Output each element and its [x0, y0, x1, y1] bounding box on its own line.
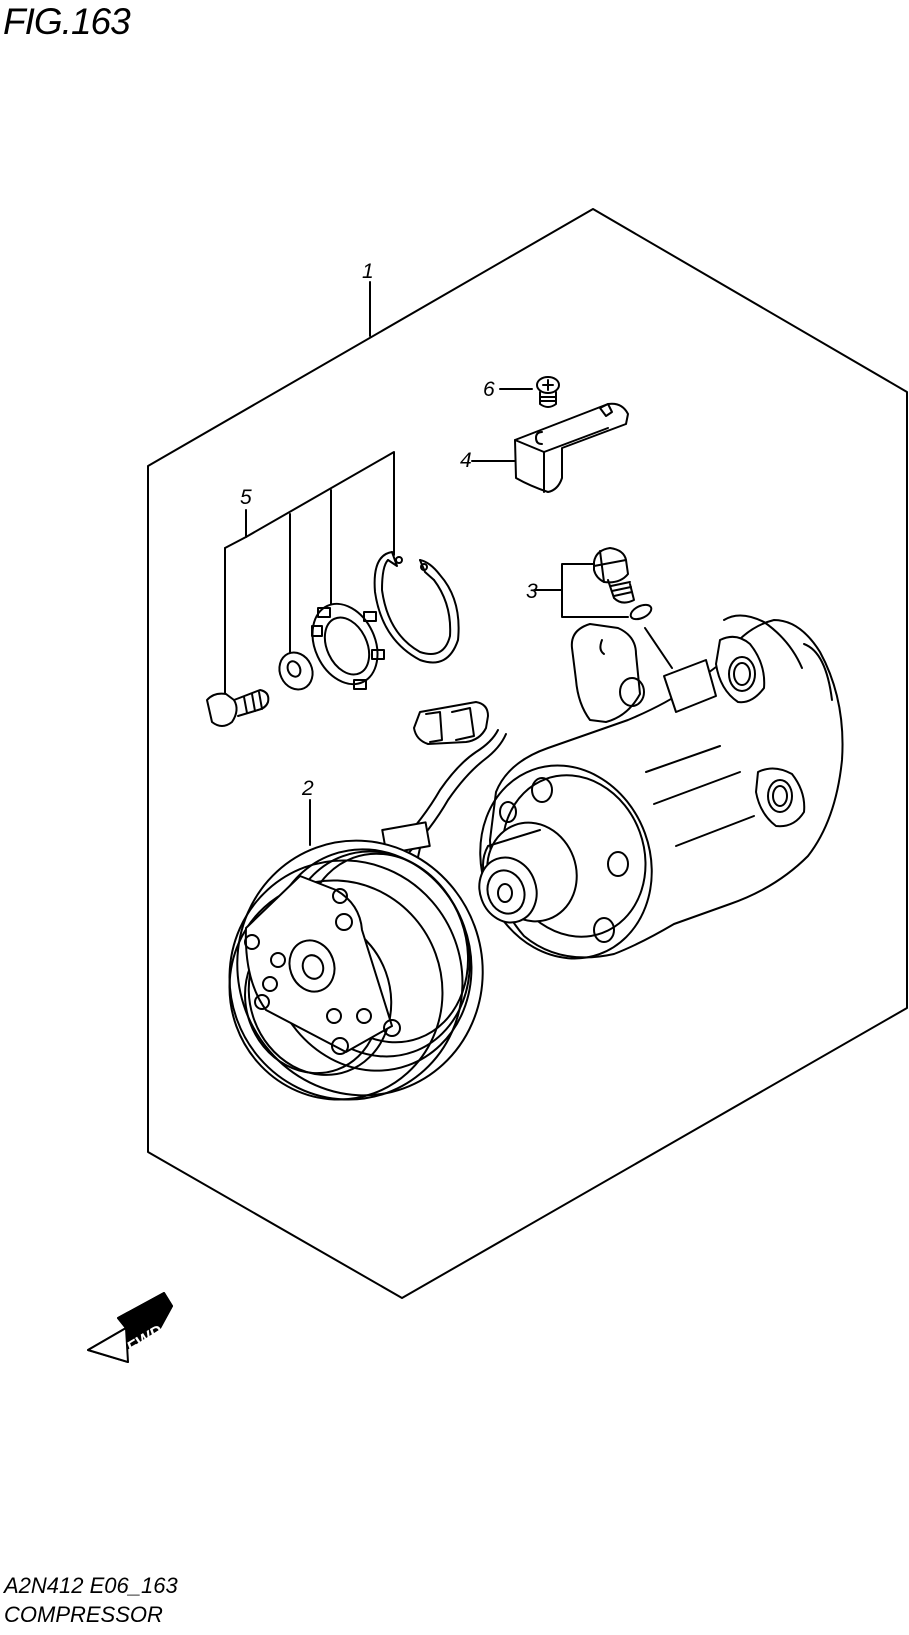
bolt-part-6	[499, 376, 560, 408]
callout-4: 4	[460, 449, 472, 472]
circlip-part-5	[373, 551, 460, 664]
bracket-part-4	[471, 402, 629, 493]
drawing-name: COMPRESSOR	[4, 1602, 163, 1627]
callout-6: 6	[483, 378, 495, 401]
o-ring-part-3	[629, 603, 673, 669]
callout-1: 1	[362, 260, 374, 283]
compressor-body-part-1	[478, 614, 844, 960]
hex-bolt-part-5	[206, 689, 270, 727]
drawing-code: A2N412 E06_163	[4, 1573, 178, 1598]
washer-part-5	[278, 651, 314, 691]
leader-3	[534, 563, 629, 618]
clutch-pulley-part-2	[228, 839, 484, 1101]
assembly-boundary	[147, 208, 908, 1299]
callout-2: 2	[301, 777, 314, 800]
figure-title: FIG.163	[3, 1, 131, 42]
callout-3: 3	[526, 580, 538, 603]
callout-5: 5	[240, 486, 252, 509]
fwd-arrow-icon	[87, 1292, 173, 1363]
plug-part-3	[593, 547, 635, 604]
leader-5	[224, 451, 395, 694]
retainer-plate-part-5	[311, 602, 385, 690]
wire-harness	[381, 701, 507, 869]
